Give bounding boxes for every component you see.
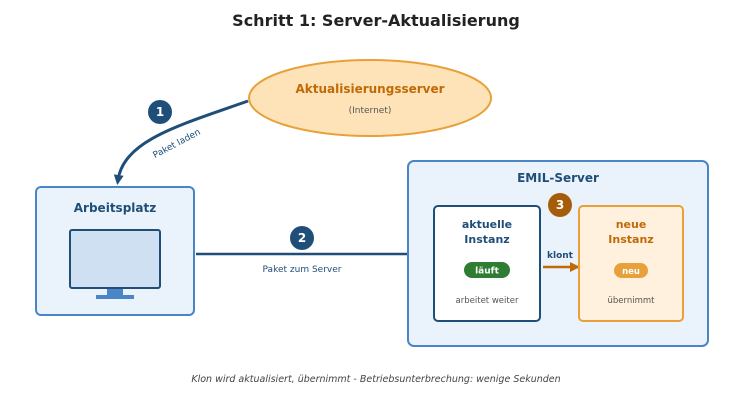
current-instance-label-line1: aktuelle xyxy=(462,218,512,231)
step-3-label: klont xyxy=(547,251,574,261)
workstation-label: Arbeitsplatz xyxy=(74,201,156,215)
step-3-badge: 3 xyxy=(548,193,572,217)
footnote: Klon wird aktualisiert, übernimmt - Betr… xyxy=(191,374,560,385)
workstation-node: Arbeitsplatz xyxy=(35,186,195,316)
step-2-circle xyxy=(290,226,314,250)
step-2-number: 2 xyxy=(298,231,306,245)
new-instance-caption: übernimmt xyxy=(608,296,656,306)
current-instance-caption: arbeitet weiter xyxy=(456,296,519,306)
step-2-label: Paket zum Server xyxy=(263,265,342,275)
update-server-label: Aktualisierungsserver xyxy=(295,82,444,96)
step-1-label: Paket laden xyxy=(152,128,203,161)
current-instance-label-line2: Instanz xyxy=(464,233,509,246)
update-server-node: Aktualisierungsserver (Internet) xyxy=(248,59,492,137)
monitor-icon xyxy=(69,229,161,299)
update-server-ellipse xyxy=(248,59,492,137)
step-1-number: 1 xyxy=(156,105,164,119)
new-instance-label-line2: Instanz xyxy=(608,233,653,246)
diagram-title: Schritt 1: Server-Aktualisierung xyxy=(232,11,520,30)
step-2-badge: 2 xyxy=(290,226,314,250)
update-server-sublabel: (Internet) xyxy=(349,106,392,116)
status-badge-new-text: neu xyxy=(622,267,640,277)
emil-server-label: EMIL-Server xyxy=(517,171,599,185)
status-badge-running-text: läuft xyxy=(475,267,499,277)
new-instance-node: neue Instanz neu übernimmt xyxy=(578,205,684,322)
status-badge-running xyxy=(464,262,510,278)
step-1-badge: 1 xyxy=(148,100,172,124)
step-1-arrow xyxy=(113,99,249,185)
step-1-circle xyxy=(148,100,172,124)
status-badge-new xyxy=(614,263,648,278)
new-instance-label-line1: neue xyxy=(616,218,647,231)
current-instance-node: aktuelle Instanz läuft arbeitet weiter xyxy=(433,205,541,322)
step-3-number: 3 xyxy=(556,198,564,212)
step-3-circle xyxy=(548,193,572,217)
